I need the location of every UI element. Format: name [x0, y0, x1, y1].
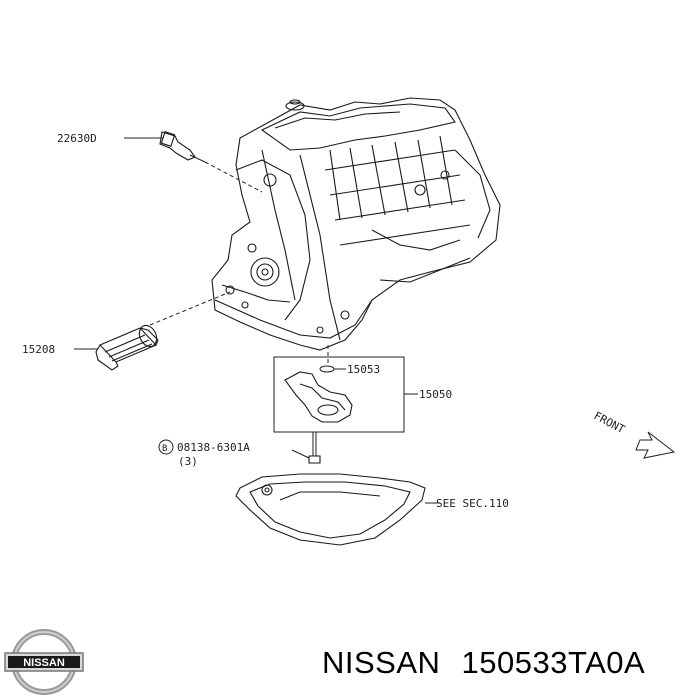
- label-sensor: 22630D: [57, 132, 97, 145]
- caption-part-number: 150533TA0A: [461, 645, 646, 680]
- label-bolt-qty: (3): [178, 455, 198, 468]
- sensor-dash-line: [204, 161, 263, 193]
- label-bolt-circle: B: [162, 444, 167, 454]
- bolt-circle-icon: [158, 439, 174, 455]
- bolt-part: [308, 432, 321, 464]
- part-caption: NISSAN 150533TA0A: [322, 645, 692, 689]
- label-bolt: 08138-6301A: [177, 441, 250, 454]
- nissan-logo-icon: NISSAN: [4, 629, 84, 695]
- label-see-sec: SEE SEC.110: [436, 497, 509, 510]
- sensor-part: [159, 131, 206, 163]
- o-ring-part: [319, 365, 335, 373]
- label-front: FRONT: [592, 409, 628, 436]
- oil-filter-part: [95, 324, 159, 371]
- oil-strainer-part: [284, 345, 353, 423]
- label-strainer: 15050: [419, 388, 452, 401]
- logo-text: NISSAN: [23, 657, 65, 669]
- engine-block: [211, 97, 501, 351]
- caption-brand: NISSAN: [322, 645, 441, 680]
- label-seal: 15053: [347, 363, 380, 376]
- oil-pan-part: [235, 473, 426, 546]
- strainer-callout-box: [273, 356, 405, 433]
- filter-dash-line: [149, 291, 231, 326]
- bolt-leader-line: [291, 449, 310, 459]
- front-arrow-icon: [635, 431, 676, 459]
- label-filter: 15208: [22, 343, 55, 356]
